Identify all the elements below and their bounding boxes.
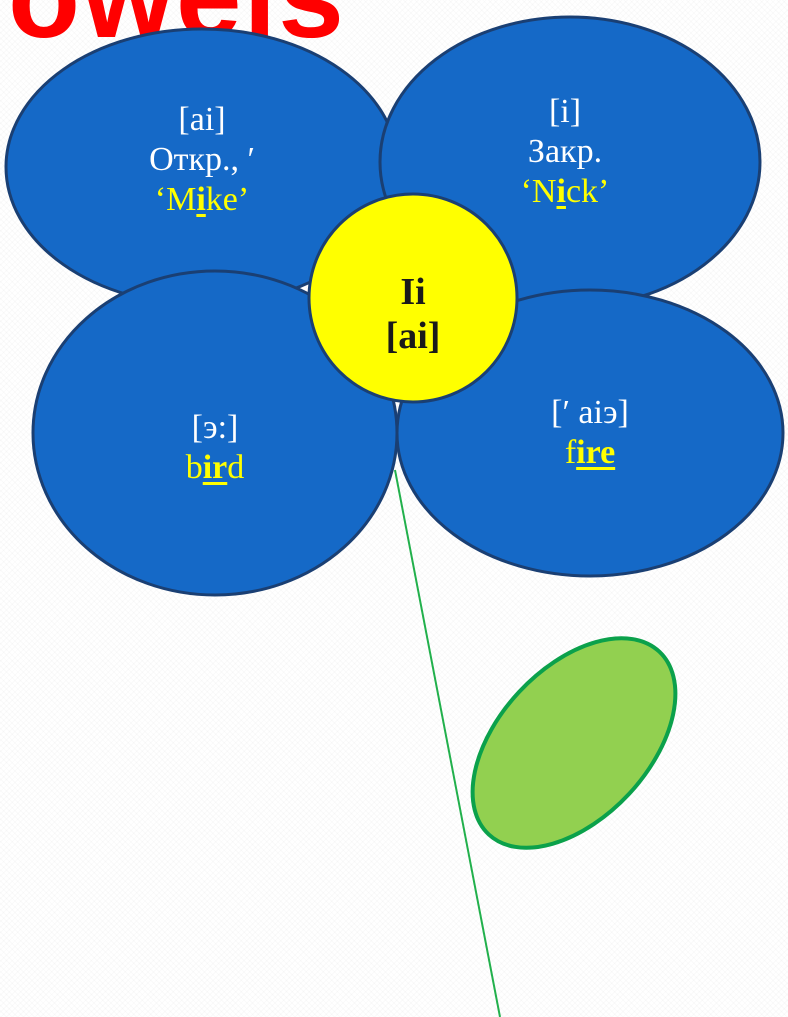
petal-top-right-sound: [i] bbox=[548, 93, 582, 130]
center-sound: [ai] bbox=[385, 315, 441, 357]
petal-top-left-text: [ai] Откр., ′ ‘Mike’ bbox=[82, 100, 322, 220]
petal-top-right-text: [i] Закр. ‘Nick’ bbox=[455, 92, 675, 212]
petal-top-right-rule: Закр. bbox=[527, 133, 603, 170]
petal-bottom-left-text: [э:] bird bbox=[115, 408, 315, 488]
center-letter: Ii bbox=[400, 271, 426, 313]
flower-center bbox=[307, 192, 519, 404]
flower-stem bbox=[394, 469, 501, 1017]
petal-top-left-example: ‘Mike’ bbox=[154, 181, 250, 218]
petal-bottom-right-sound: [′ aiэ] bbox=[551, 394, 629, 431]
petal-top-right-example: ‘Nick’ bbox=[520, 173, 610, 210]
petal-bottom-right-text: [′ aiэ] fire bbox=[480, 393, 700, 473]
petal-bottom-left-sound: [э:] bbox=[191, 409, 239, 446]
petal-top-left-rule: Откр., ′ bbox=[149, 141, 255, 178]
petal-top-left-sound: [ai] bbox=[178, 101, 226, 138]
petal-bottom-right-example: fire bbox=[564, 434, 616, 471]
flower-leaf bbox=[470, 636, 678, 850]
center-text: Ii [ai] bbox=[333, 270, 493, 358]
petal-bottom-left-example: bird bbox=[185, 449, 245, 486]
